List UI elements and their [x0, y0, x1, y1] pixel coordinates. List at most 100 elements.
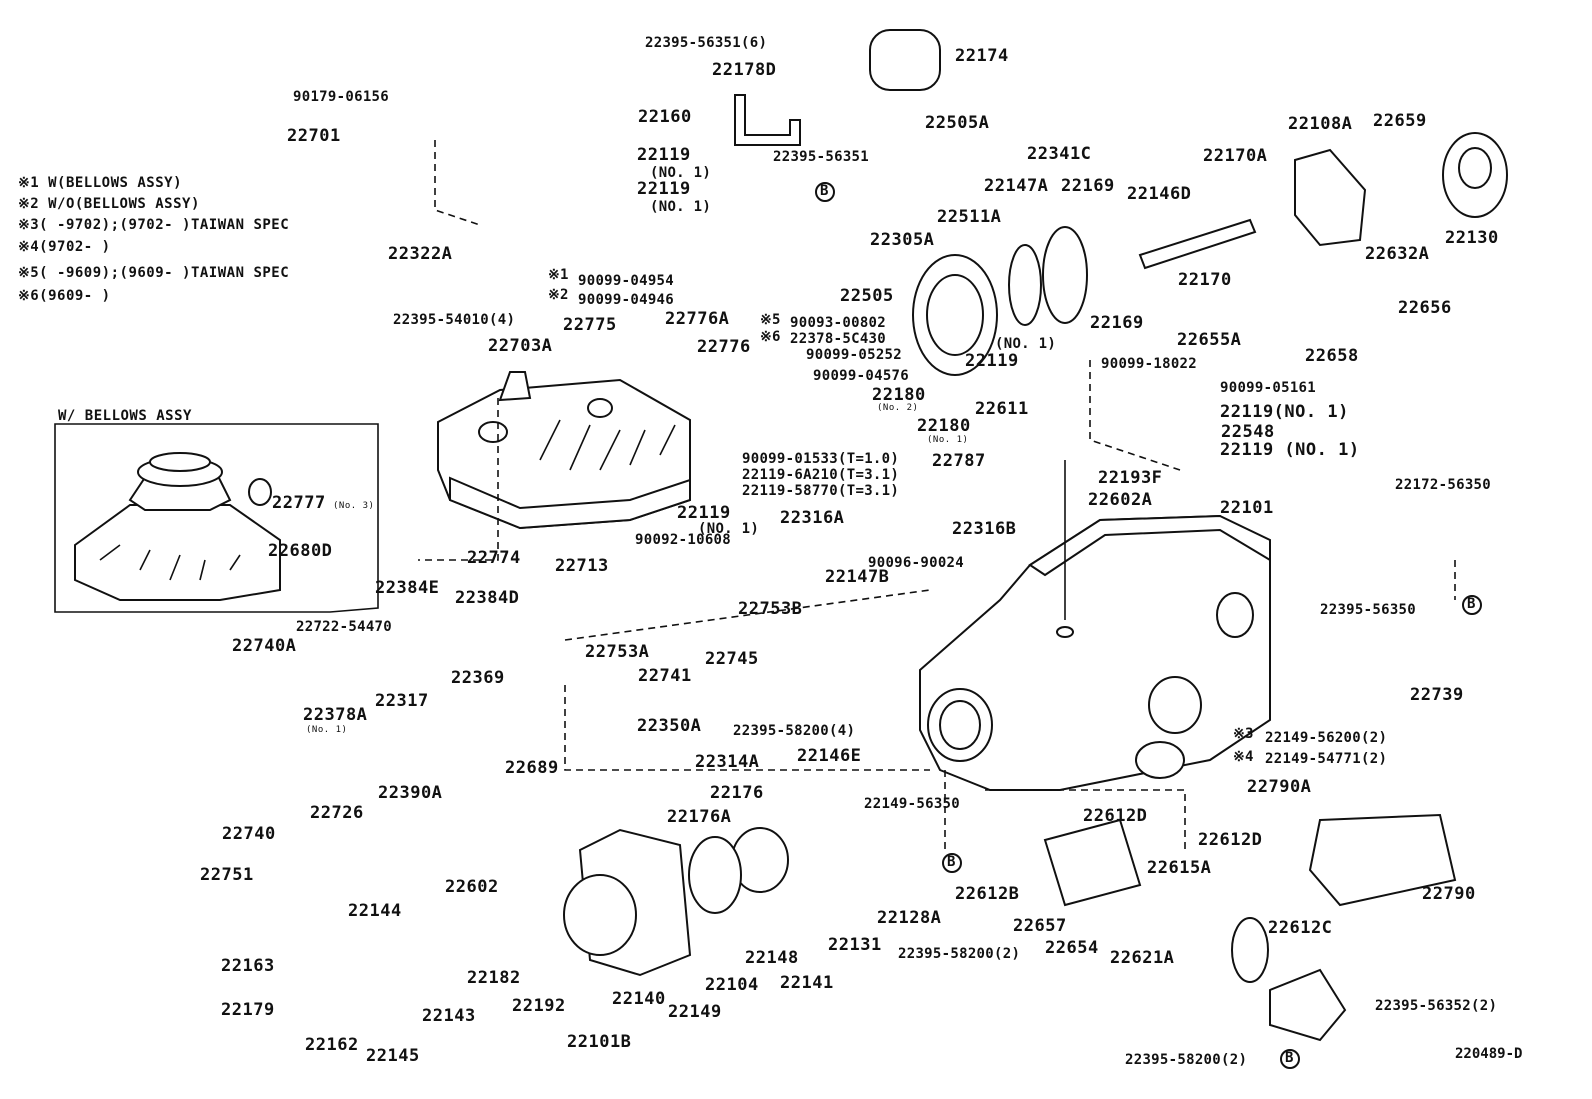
star-mark-6: ※6	[760, 329, 781, 345]
part-label: 22395-54010(4)	[393, 312, 516, 328]
part-label: 22378A	[303, 705, 368, 725]
part-label: 22703A	[488, 336, 553, 356]
part-label: 22787	[932, 451, 986, 471]
b-marker-2: B	[1467, 596, 1476, 612]
part-label: 22182	[467, 968, 521, 988]
part-label: 22384E	[375, 578, 440, 598]
part-label: 22612D	[1083, 806, 1148, 826]
part-label: 22654	[1045, 938, 1099, 958]
part-label: 22350A	[637, 716, 702, 736]
part-label: 22180	[917, 416, 971, 436]
part-label: 22505	[840, 286, 894, 306]
note-2: ※2 W/O(BELLOWS ASSY)	[18, 196, 200, 212]
part-label: 90099-05252	[806, 347, 903, 363]
part-label: 22193F	[1098, 468, 1163, 488]
part-label: 22176	[710, 783, 764, 803]
part-label: 22147B	[825, 567, 890, 587]
part-label: 22659	[1373, 111, 1427, 131]
part-label: 22632A	[1365, 244, 1430, 264]
part-label: 22174	[955, 46, 1009, 66]
part-label: 22740A	[232, 636, 297, 656]
part-label: 22149-56350	[864, 796, 961, 812]
part-label: 22176A	[667, 807, 732, 827]
part-label: (No. 1)	[927, 435, 969, 445]
part-label: 22395-56351	[773, 149, 870, 165]
part-label: 22149-54771(2)	[1265, 751, 1388, 767]
part-label: (NO. 1)	[650, 199, 712, 215]
part-label: 22741	[638, 666, 692, 686]
star-mark-4: ※4	[1233, 749, 1254, 765]
part-label: 22314A	[695, 752, 760, 772]
part-label: 22384D	[455, 588, 520, 608]
part-label: 22656	[1398, 298, 1452, 318]
governor-housing-drawing	[437, 371, 691, 530]
part-label: 22790A	[1247, 777, 1312, 797]
part-label: 22395-58200(2)	[1125, 1052, 1248, 1068]
star-mark-2: ※2	[548, 287, 569, 303]
part-label: 22146E	[797, 746, 862, 766]
part-label: 22655A	[1177, 330, 1242, 350]
part-label: 90099-04576	[813, 368, 910, 384]
part-label: 22701	[287, 126, 341, 146]
part-label: 22602	[445, 877, 499, 897]
part-label: 22149-56200(2)	[1265, 730, 1388, 746]
part-label: 90096-90024	[868, 555, 965, 571]
part-label: 22369	[451, 668, 505, 688]
part-label: 22119-58770(T=3.1)	[742, 483, 900, 499]
part-label: 22170A	[1203, 146, 1268, 166]
note-1: ※1 W(BELLOWS ASSY)	[18, 175, 183, 191]
part-label: 22131	[828, 935, 882, 955]
part-label: 22192	[512, 996, 566, 1016]
part-label: 22162	[305, 1035, 359, 1055]
part-label: 22611	[975, 399, 1029, 419]
part-label: 22128A	[877, 908, 942, 928]
part-label: 22144	[348, 901, 402, 921]
part-label: 22776A	[665, 309, 730, 329]
part-label: 22612B	[955, 884, 1020, 904]
part-label: 90099-04946	[578, 292, 675, 308]
part-label: 22119(NO. 1)	[1220, 402, 1349, 422]
part-label: 22316A	[780, 508, 845, 528]
part-label: 22739	[1410, 685, 1464, 705]
part-label: 22790	[1422, 884, 1476, 904]
part-label: 22395-58200(2)	[898, 946, 1021, 962]
drive-parts-drawing	[734, 29, 1508, 376]
part-label: 22612C	[1268, 918, 1333, 938]
part-label: 90099-04954	[578, 273, 675, 289]
part-label: 22548	[1221, 422, 1275, 442]
part-label: 90093-00802	[790, 315, 887, 331]
part-label: 22178D	[712, 60, 777, 80]
part-label: 22169	[1090, 313, 1144, 333]
part-label: 22657	[1013, 916, 1067, 936]
part-label: (No. 3)	[333, 501, 375, 511]
part-label: 22140	[612, 989, 666, 1009]
part-label: 22119	[637, 145, 691, 165]
part-label: 22305A	[870, 230, 935, 250]
inset-frame	[54, 423, 379, 613]
part-label: 22148	[745, 948, 799, 968]
part-label: 22395-56350	[1320, 602, 1417, 618]
part-label: 90099-18022	[1101, 356, 1198, 372]
part-label: 22511A	[937, 207, 1002, 227]
part-label: 22101B	[567, 1032, 632, 1052]
part-label: 22119 (NO. 1)	[1220, 440, 1360, 460]
part-label: 22395-56351(6)	[645, 35, 768, 51]
note-3: ※3( -9702);(9702- )TAIWAN SPEC	[18, 217, 290, 233]
part-label: 22395-58200(4)	[733, 723, 856, 739]
part-label: 22160	[638, 107, 692, 127]
part-label: 90092-10608	[635, 532, 732, 548]
part-label: 22341C	[1027, 144, 1092, 164]
part-label: 22722-54470	[296, 619, 393, 635]
note-5: ※5( -9609);(9609- )TAIWAN SPEC	[18, 265, 290, 281]
b-marker-1: B	[820, 183, 829, 199]
part-label: 22141	[780, 973, 834, 993]
part-label: 22317	[375, 691, 429, 711]
part-label: (No. 1)	[306, 725, 348, 735]
part-label: 22172-56350	[1395, 477, 1492, 493]
part-label: 90099-05161	[1220, 380, 1317, 396]
part-label: 22689	[505, 758, 559, 778]
part-label: 22108A	[1288, 114, 1353, 134]
part-label: 22745	[705, 649, 759, 669]
